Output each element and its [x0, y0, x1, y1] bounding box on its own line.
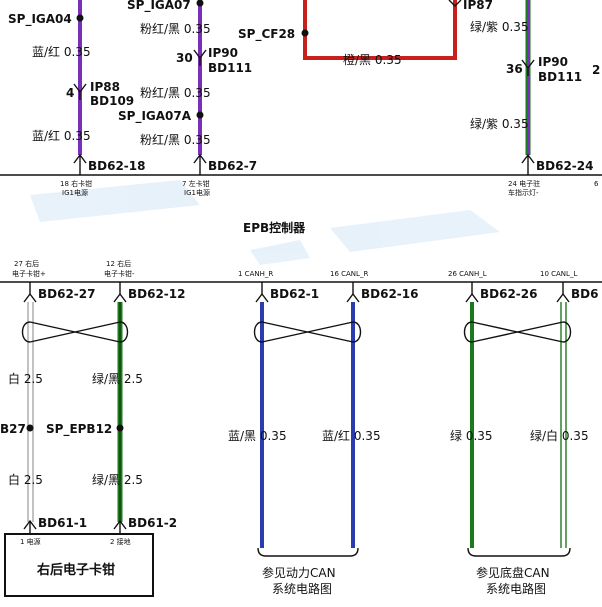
splice-dot — [76, 14, 84, 22]
connector-label: IP90 — [538, 55, 568, 69]
connector-label: BD61-2 — [128, 516, 177, 530]
wire-label: 绿 0.35 — [450, 428, 493, 443]
splice-label: SP_IGA07A — [118, 109, 192, 124]
pin-description: 12 右后 — [106, 259, 131, 268]
connector-label: BD62-1 — [270, 287, 319, 301]
wire-label: 绿/白 0.35 — [530, 428, 589, 443]
connector-label: IP90 — [208, 46, 238, 60]
edge-fragment: 6 — [594, 180, 599, 188]
connector-label: BD111 — [208, 61, 252, 75]
edge-fragment: 2 — [592, 63, 600, 77]
wire-label: 绿/黑 2.5 — [92, 371, 143, 386]
reference-note: 参见底盘CAN — [476, 565, 550, 580]
pin-description: IG1电源 — [62, 188, 88, 197]
wire-label: 粉红/黑 0.35 — [140, 21, 211, 36]
module-title: EPB控制器 — [243, 220, 306, 235]
connector-label: IP87 — [463, 0, 493, 12]
reference-bracket — [257, 547, 359, 557]
splice-label: SP_EPB12 — [46, 422, 112, 437]
wire-center-red — [303, 0, 457, 60]
wire-label: 绿/黑 2.5 — [92, 472, 143, 487]
edge-label: B27 — [0, 422, 26, 436]
wire-label: 白 2.5 — [8, 472, 43, 487]
connector-label: BD62-18 — [88, 159, 146, 173]
splice-dot — [196, 0, 204, 7]
reference-note: 系统电路图 — [486, 581, 546, 596]
pin-description: 27 右后 — [14, 259, 39, 268]
connector-label: IP88 — [90, 80, 120, 94]
device-pin-label: 2 接地 — [110, 537, 131, 546]
device-connectors — [23, 519, 127, 534]
pin-description: 18 右卡钳 — [60, 179, 92, 188]
reference-note: 系统电路图 — [272, 581, 332, 596]
pin-description: 1 CANH_R — [238, 270, 273, 278]
device-box — [4, 533, 154, 597]
device-pin-label: 1 电源 — [20, 537, 41, 546]
twisted-pair-symbol — [253, 321, 362, 343]
splice-label: SP_CF28 — [238, 27, 295, 42]
pin-description: 车指示灯- — [508, 188, 539, 197]
connector-label: BD62-16 — [361, 287, 419, 301]
twisted-pair-symbol — [21, 321, 129, 343]
wire-label: 橙/黑 0.35 — [343, 52, 402, 67]
splice-label: SP_IGA04 — [8, 12, 72, 27]
pin-description: 10 CANL_L — [540, 270, 577, 278]
connector-label: BD61-1 — [38, 516, 87, 530]
pin-description: 电子卡钳+ — [12, 269, 46, 278]
wire-label: 白 2.5 — [8, 371, 43, 386]
connector-label: BD62-12 — [128, 287, 186, 301]
splice-label: SP_IGA07 — [127, 0, 191, 13]
connector-label: BD62-7 — [208, 159, 257, 173]
connector-label: BD109 — [90, 94, 134, 108]
inline-connector-symbol — [521, 59, 535, 76]
wire-label: 绿/紫 0.35 — [470, 116, 529, 131]
splice-dot — [26, 424, 34, 432]
pin-number: 36 — [506, 62, 523, 76]
connector-label: BD62-27 — [38, 287, 96, 301]
wire-label: 粉红/黑 0.35 — [140, 132, 211, 147]
connector-label: BD62-24 — [536, 159, 594, 173]
inline-connector-symbol — [193, 49, 207, 66]
pin-description: 24 电子驻 — [508, 179, 540, 188]
pin-description: 16 CANL_R — [330, 270, 368, 278]
connector-label: BD6 — [571, 287, 598, 301]
connector-label: BD62-26 — [480, 287, 538, 301]
splice-dot — [116, 424, 124, 432]
device-name: 右后电子卡钳 — [36, 562, 115, 578]
reference-bracket — [467, 547, 571, 557]
wire-label: 蓝/红 0.35 — [322, 428, 381, 443]
watermark-streaks — [30, 180, 500, 265]
pin-description: 26 CANH_L — [448, 270, 487, 278]
pin-description: IG1电源 — [184, 188, 210, 197]
wire-label: 蓝/红 0.35 — [32, 44, 91, 59]
wire-label: 绿/紫 0.35 — [470, 19, 529, 34]
pin-number: 4 — [66, 86, 74, 100]
reference-note: 参见动力CAN — [262, 565, 336, 580]
wire-label: 蓝/黑 0.35 — [228, 429, 287, 443]
inline-connector-symbol — [73, 83, 87, 100]
splice-dot — [196, 111, 204, 119]
pin-description: 7 左卡钳 — [182, 179, 210, 188]
wire-label: 粉红/黑 0.35 — [140, 85, 211, 100]
pin-number: 30 — [176, 51, 193, 65]
inline-connector-symbol — [448, 0, 462, 7]
twisted-pair-symbol — [463, 321, 572, 343]
splice-dot — [301, 29, 309, 37]
connector-label: BD111 — [538, 70, 582, 84]
wire-label: 蓝/红 0.35 — [32, 128, 91, 143]
bottom-connectors — [23, 282, 570, 303]
pin-description: 电子卡钳- — [104, 269, 135, 278]
